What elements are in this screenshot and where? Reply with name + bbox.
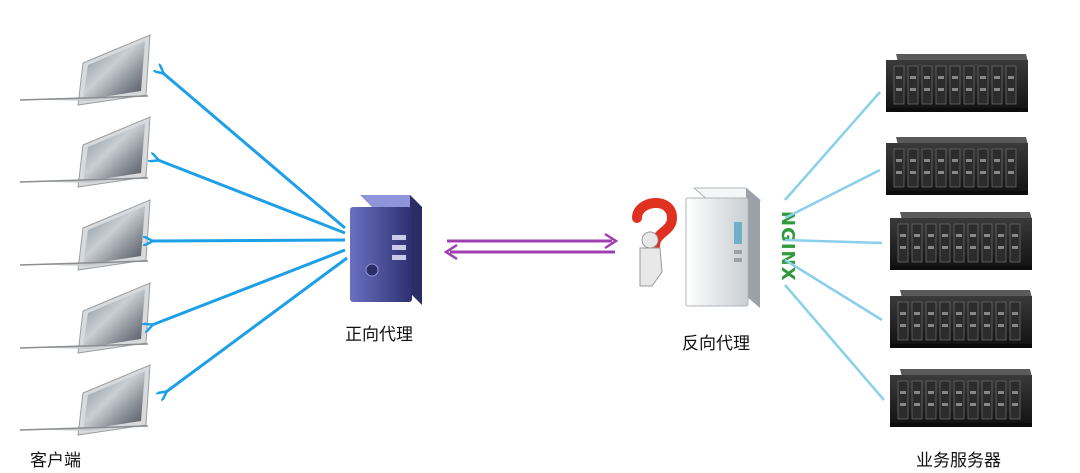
server-connection-line <box>784 238 883 245</box>
client-arrow <box>158 160 346 235</box>
server-connection-line <box>784 258 883 322</box>
reverse-proxy-server-icon <box>685 187 762 308</box>
server-rack-icon <box>890 290 1032 348</box>
client-arrow <box>152 240 346 241</box>
clients-label: 客户端 <box>30 451 81 471</box>
server-rack-icon <box>890 212 1032 270</box>
business-servers-label: 业务服务器 <box>916 451 1001 471</box>
client-arrow <box>152 248 346 325</box>
client-arrow <box>166 256 348 392</box>
server-connection-line <box>784 91 881 201</box>
server-connection-line <box>784 168 881 220</box>
server-lines <box>784 91 885 401</box>
client-laptops <box>18 34 151 436</box>
bidirectional-arrows <box>443 232 619 261</box>
laptop-icon <box>18 116 151 188</box>
question-mark-figure-icon <box>632 198 678 287</box>
laptop-icon <box>18 282 151 354</box>
server-connection-line <box>784 284 885 401</box>
reverse-proxy-label: 反向代理 <box>682 334 750 354</box>
nginx-logo: NGINX <box>777 211 798 281</box>
business-server-racks <box>886 54 1032 427</box>
client-arrows <box>152 73 348 392</box>
server-rack-icon <box>886 137 1028 195</box>
laptop-icon <box>18 199 151 271</box>
forward-proxy-label: 正向代理 <box>345 325 413 345</box>
server-rack-icon <box>890 369 1032 427</box>
client-arrow <box>163 73 346 230</box>
laptop-icon <box>18 34 151 106</box>
forward-proxy-server-icon <box>350 195 422 305</box>
laptop-icon <box>18 364 151 436</box>
server-rack-icon <box>886 54 1028 112</box>
